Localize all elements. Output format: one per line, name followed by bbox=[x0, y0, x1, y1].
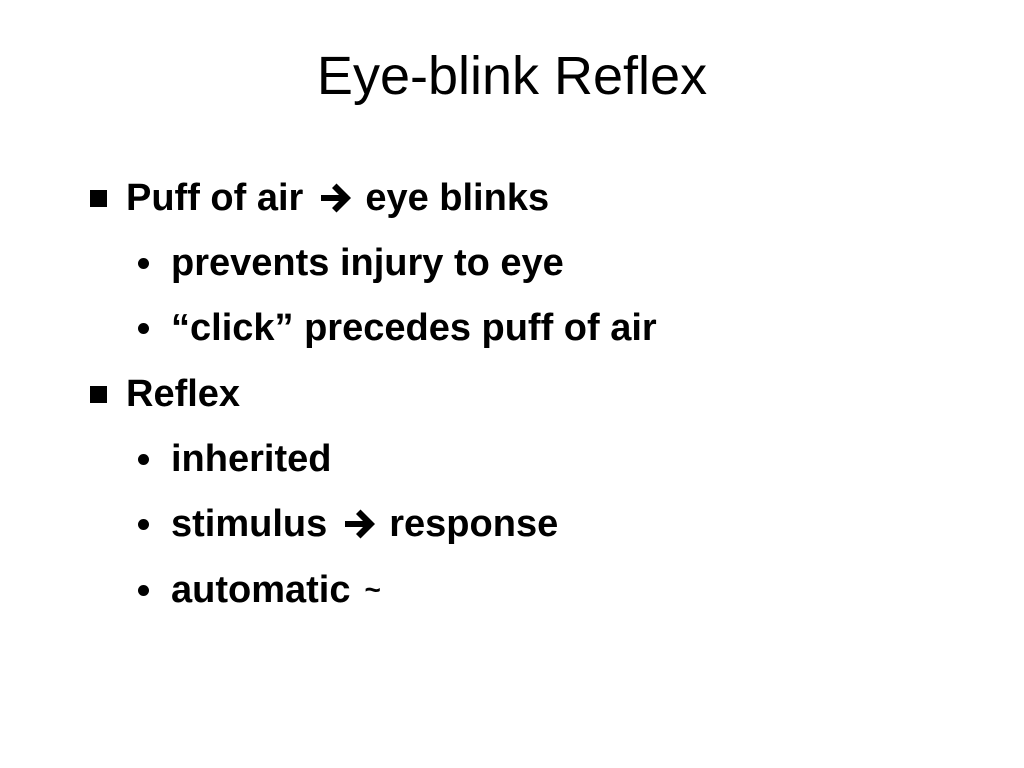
bullet-item-stimulus-response: stimulus response bbox=[138, 500, 558, 548]
right-arrow-icon bbox=[321, 183, 352, 213]
bullet-item-inherited: inherited bbox=[138, 435, 331, 483]
bullet-item-automatic: automatic ~ bbox=[138, 566, 381, 614]
round-bullet-icon bbox=[138, 257, 149, 269]
bullet-text: Reflex bbox=[126, 373, 241, 415]
bullet-text-after-arrow: response bbox=[389, 503, 559, 545]
bullet-text: prevents injury to eye bbox=[171, 242, 564, 284]
square-bullet-icon bbox=[90, 385, 107, 403]
bullet-text-before-arrow: Puff of air bbox=[126, 177, 304, 219]
right-arrow-icon bbox=[345, 509, 376, 539]
tilde-suffix: ~ bbox=[364, 574, 381, 605]
round-bullet-icon bbox=[138, 584, 149, 596]
bullet-text: inherited bbox=[171, 438, 332, 480]
square-bullet-icon bbox=[90, 189, 107, 207]
bullet-text: stimulus response bbox=[171, 500, 558, 548]
round-bullet-icon bbox=[138, 322, 149, 334]
bullet-item-prevents-injury: prevents injury to eye bbox=[138, 239, 564, 287]
bullet-text: automatic ~ bbox=[171, 566, 381, 614]
bullet-item-click-precedes: “click” precedes puff of air bbox=[138, 304, 657, 352]
bullet-item-reflex: Reflex bbox=[90, 370, 240, 418]
bullet-text-main: automatic bbox=[171, 569, 351, 611]
bullet-text: Puff of air eye blinks bbox=[126, 174, 549, 222]
bullet-text-before-arrow: stimulus bbox=[171, 503, 328, 545]
round-bullet-icon bbox=[138, 453, 149, 465]
round-bullet-icon bbox=[138, 518, 149, 530]
slide-title: Eye-blink Reflex bbox=[316, 46, 708, 106]
bullet-text: “click” precedes puff of air bbox=[171, 307, 657, 349]
bullet-item-puff-of-air: Puff of air eye blinks bbox=[90, 174, 549, 222]
bullet-text-after-arrow: eye blinks bbox=[365, 177, 550, 219]
